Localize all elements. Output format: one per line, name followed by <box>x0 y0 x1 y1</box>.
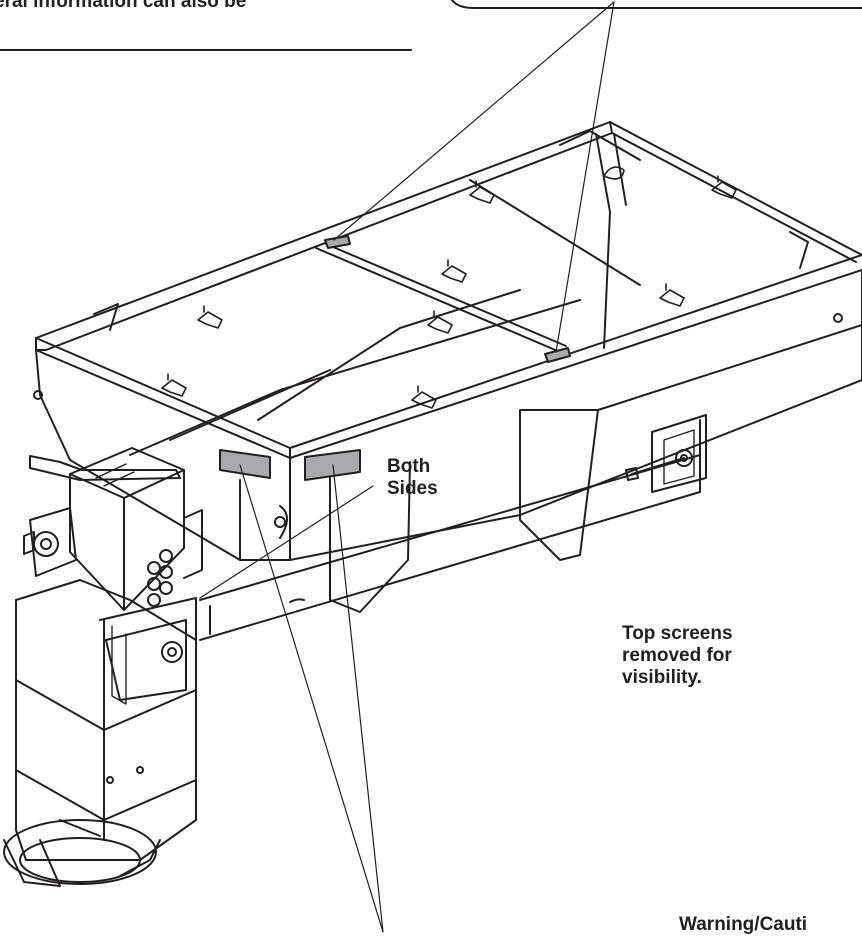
hydraulic-motor <box>23 507 77 577</box>
deflector-plate <box>29 455 181 481</box>
rear-mount-bracket <box>625 414 707 493</box>
hopper-frame <box>35 121 862 459</box>
screen-clips <box>161 166 737 409</box>
warning-decal-left <box>219 449 271 479</box>
spinner-chute <box>15 579 197 861</box>
top-decal-rear <box>544 347 571 363</box>
callout-box-edge <box>451 0 862 9</box>
both-sides-line-1: Both <box>387 456 431 477</box>
top-screens-note: Top screens removed for visibility. <box>622 623 733 689</box>
warning-caution-caption: Warning/Cauti <box>679 914 808 935</box>
main-frame <box>199 419 701 641</box>
top-screens-line-1: Top screens <box>622 623 733 644</box>
leader-lines <box>199 1 615 933</box>
top-screens-line-3: visibility. <box>622 667 702 688</box>
spinner-disk <box>3 819 161 887</box>
header-text: eral information can also be <box>0 0 247 12</box>
control-box <box>69 447 203 611</box>
both-sides-line-2: Sides <box>387 478 438 499</box>
hopper-body <box>33 269 862 613</box>
top-decal-front <box>324 235 351 249</box>
top-screens-line-2: removed for <box>622 645 732 666</box>
both-sides-label: Both Sides <box>387 456 438 500</box>
hopper-crossbraces <box>129 179 641 456</box>
